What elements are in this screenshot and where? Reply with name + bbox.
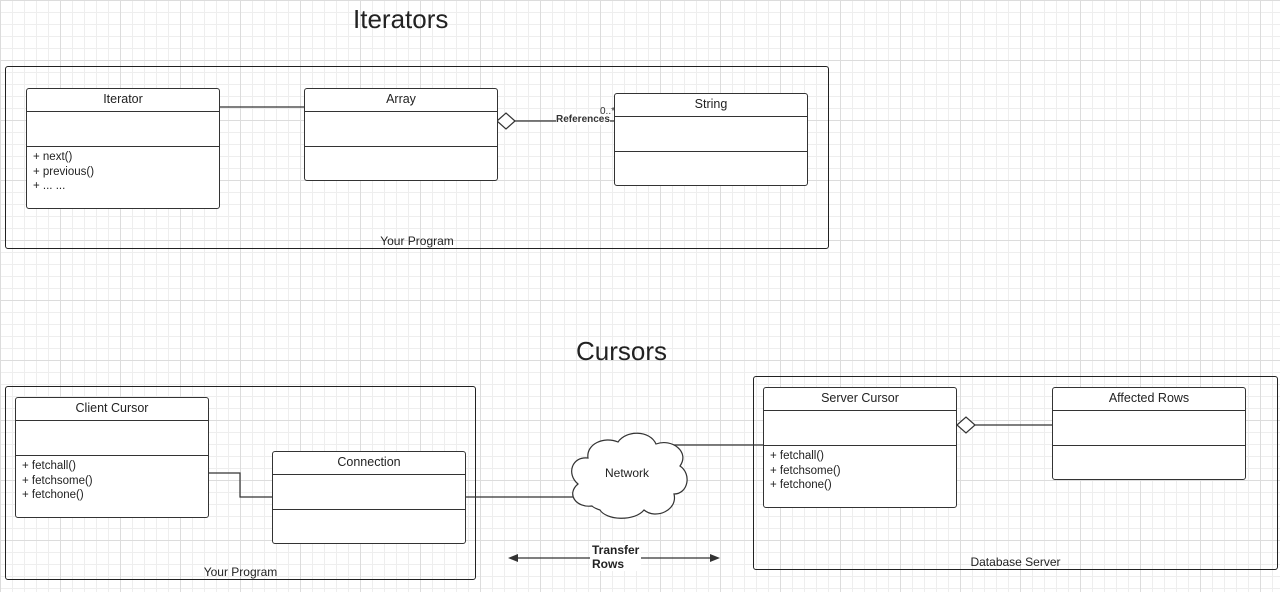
your-program-frame-cursors: Your Program xyxy=(5,386,476,580)
class-name: Client Cursor xyxy=(16,398,208,421)
class-attributes xyxy=(273,475,465,510)
frame-label: Database Server xyxy=(970,555,1061,569)
class-attributes xyxy=(764,411,956,446)
multiplicity-label: 0..* xyxy=(600,106,616,117)
connection-class[interactable]: Connection xyxy=(272,451,466,544)
iterator-class[interactable]: Iterator + next() + previous() + ... ... xyxy=(26,88,220,209)
class-name: Iterator xyxy=(27,89,219,112)
class-name: String xyxy=(615,94,807,117)
method: + fetchone() xyxy=(22,489,84,501)
your-program-frame-iterators: Your Program xyxy=(5,66,829,249)
frame-label: Your Program xyxy=(380,234,454,248)
server-cursor-class[interactable]: Server Cursor + fetchall() + fetchsome()… xyxy=(763,387,957,508)
method: + fetchsome() xyxy=(22,474,93,487)
class-name: Connection xyxy=(273,452,465,475)
arrow-head-right xyxy=(710,554,720,562)
client-cursor-class[interactable]: Client Cursor + fetchall() + fetchsome()… xyxy=(15,397,209,518)
database-server-frame: Database Server xyxy=(753,376,1278,570)
cursors-title: Cursors xyxy=(576,336,668,366)
method: + previous() xyxy=(33,165,95,178)
class-attributes xyxy=(305,112,497,147)
arrow-head-left xyxy=(508,554,518,562)
string-class[interactable]: String xyxy=(614,93,808,186)
network-label: Network xyxy=(605,466,650,480)
method: + fetchall() xyxy=(22,460,77,472)
transfer-line-2: Rows xyxy=(592,557,625,571)
class-methods: + next() + previous() + ... ... xyxy=(27,147,219,208)
class-attributes xyxy=(615,117,807,152)
method: + next() xyxy=(33,151,73,163)
iterators-title: Iterators xyxy=(353,4,449,34)
class-methods: + fetchall() + fetchsome() + fetchone() xyxy=(16,456,208,517)
method: + fetchsome() xyxy=(770,464,841,477)
transfer-rows-label: Transfer Rows xyxy=(590,543,642,571)
references-label: References xyxy=(556,114,610,125)
class-name: Server Cursor xyxy=(764,388,956,411)
method: + ... ... xyxy=(33,180,66,192)
class-attributes xyxy=(27,112,219,147)
client-connection-link xyxy=(208,472,273,498)
class-methods: + fetchall() + fetchsome() + fetchone() xyxy=(764,446,956,507)
method: + fetchone() xyxy=(770,479,832,491)
class-name: Array xyxy=(305,89,497,112)
aggregation-diamond xyxy=(496,112,516,130)
class-methods xyxy=(273,510,465,543)
class-name: Affected Rows xyxy=(1053,388,1245,411)
frame-label: Your Program xyxy=(203,565,278,579)
transfer-line-1: Transfer xyxy=(592,543,640,557)
affected-rows-class[interactable]: Affected Rows xyxy=(1052,387,1246,480)
method: + fetchall() xyxy=(770,450,825,462)
array-class[interactable]: Array xyxy=(304,88,498,181)
aggregation-diamond xyxy=(956,416,976,434)
class-attributes xyxy=(16,421,208,456)
network-cloud-icon xyxy=(571,432,688,519)
class-attributes xyxy=(1053,411,1245,446)
class-methods xyxy=(1053,446,1245,479)
